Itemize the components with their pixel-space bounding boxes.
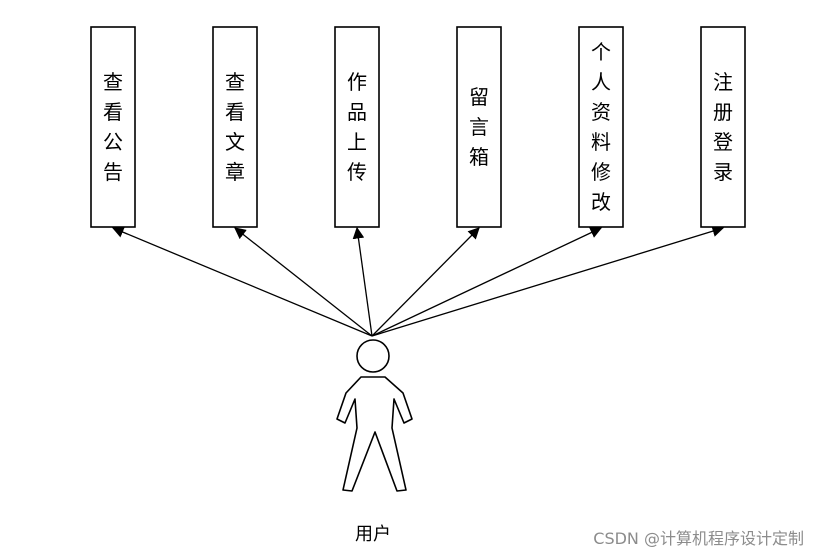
use-case-label-char: 章 [225,160,245,184]
use-case-label-char: 个 [591,40,611,64]
use-case-label-char: 作 [347,70,367,94]
use-case-label-char: 看 [225,100,245,124]
use-case-box [334,26,380,228]
use-case-label-char: 留 [469,85,489,109]
association-arrow-register-login [371,225,725,337]
use-case-message-box: 留言箱 [456,26,502,228]
use-case-label-char: 公 [103,130,123,154]
use-case-box [700,26,746,228]
actor-label: 用户 [355,524,391,545]
association-arrows [111,225,725,337]
use-case-box [456,26,502,228]
use-case-label-char: 传 [347,160,367,184]
use-case-label-char: 录 [713,160,733,184]
use-case-label-char: 登 [713,130,733,154]
use-case-label-char: 册 [713,100,733,124]
use-case-box [578,26,624,228]
association-arrow-upload-work [352,226,373,337]
watermark-text: CSDN @计算机程序设计定制 [593,529,804,548]
association-arrow-view-article [234,227,373,337]
use-case-label-char: 品 [347,100,367,124]
use-case-label-char: 修 [591,160,611,184]
use-case-label-char: 料 [591,130,611,154]
use-case-label-char: 告 [103,160,123,184]
actor-head [356,339,390,373]
use-case-label-char: 文 [225,130,245,154]
use-case-label-char: 改 [591,190,611,214]
use-case-label-char: 注 [713,70,733,94]
association-arrow-message-box [371,227,480,337]
use-case-label-char: 资 [591,100,611,124]
actor-user [336,339,413,492]
use-case-label-char: 箱 [469,145,489,169]
use-case-box [212,26,258,228]
use-case-label-char: 查 [225,70,245,94]
use-case-box [90,26,136,228]
actor-body [336,376,413,492]
use-case-label-char: 看 [103,100,123,124]
association-arrow-view-notice [111,226,373,337]
association-arrow-edit-profile [371,227,603,337]
use-case-label-char: 言 [469,115,489,139]
use-case-label-char: 查 [103,70,123,94]
use-case-label-char: 上 [347,130,367,154]
use-case-label-char: 人 [591,70,611,94]
